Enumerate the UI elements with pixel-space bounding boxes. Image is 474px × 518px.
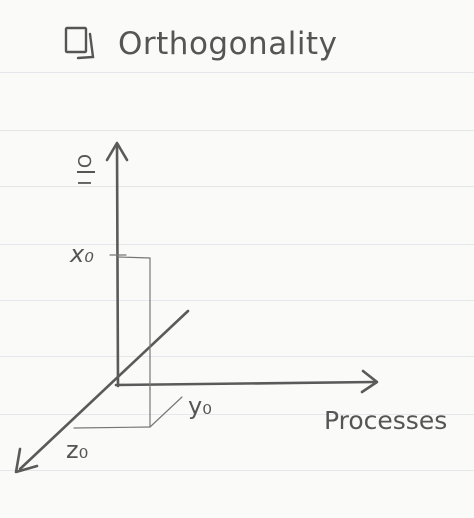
ruled-line bbox=[0, 300, 474, 301]
depth-axis bbox=[18, 309, 190, 471]
z0-guide-line bbox=[73, 426, 151, 429]
ruled-line bbox=[0, 414, 474, 415]
vertical-axis-label-bottom: I bbox=[75, 180, 96, 186]
ruled-line bbox=[0, 186, 474, 187]
x0-label: x₀ bbox=[70, 240, 94, 268]
ruled-line bbox=[0, 470, 474, 471]
checkbox-icon bbox=[64, 26, 95, 60]
ruled-line bbox=[0, 356, 474, 357]
ruled-line bbox=[0, 244, 474, 245]
ruled-line bbox=[0, 130, 474, 131]
horizontal-axis-label: Processes bbox=[324, 406, 448, 435]
page-title: Orthogonality bbox=[118, 26, 338, 62]
ruled-line bbox=[0, 72, 474, 73]
y0-diagonal-guide bbox=[149, 396, 183, 428]
x0-guide-line bbox=[117, 256, 151, 259]
depth-axis-arrowhead bbox=[14, 447, 39, 474]
horizontal-axis bbox=[114, 380, 376, 387]
vertical-axis bbox=[115, 142, 120, 388]
vertical-axis-arrowhead bbox=[105, 141, 129, 162]
horizontal-axis-arrowhead bbox=[360, 369, 379, 394]
y0-label: y₀ bbox=[188, 392, 212, 420]
vertical-axis-label-bar bbox=[77, 171, 95, 173]
z0-label: z₀ bbox=[66, 436, 89, 464]
vertical-axis-label: O I bbox=[72, 152, 100, 192]
